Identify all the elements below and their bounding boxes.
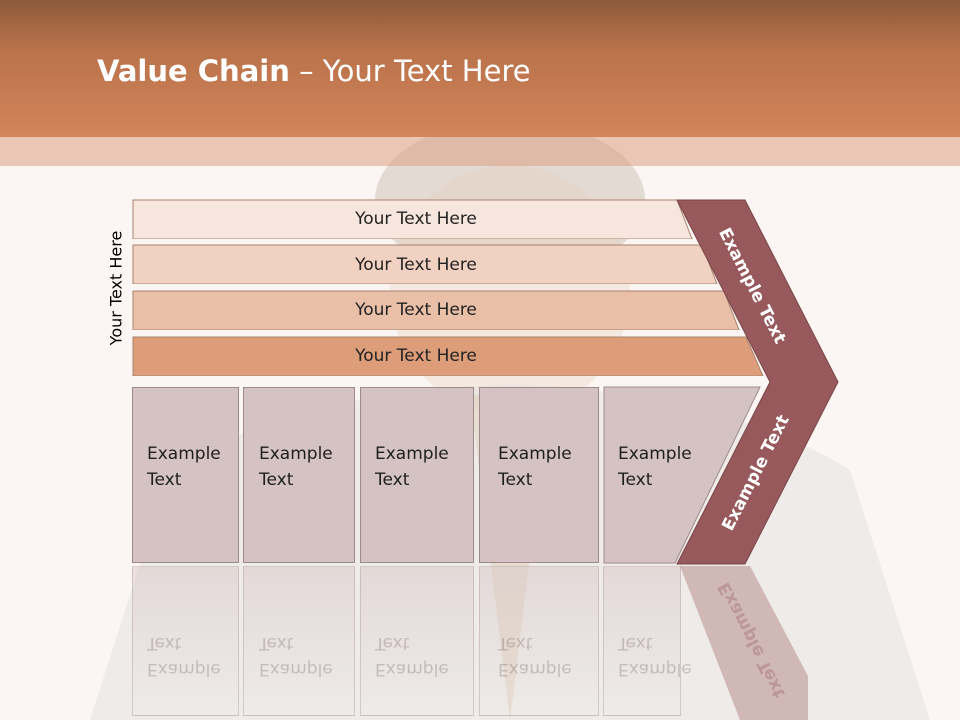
title-bar xyxy=(0,0,960,137)
box-4-line2: Text xyxy=(498,470,533,490)
box-3-reflection xyxy=(360,566,474,716)
box-4-reflection-text: Example Text xyxy=(498,630,572,682)
header-band xyxy=(0,137,960,166)
activity-box-3 xyxy=(360,387,474,563)
box-3-line2: Text xyxy=(375,470,410,490)
bar-1 xyxy=(132,199,693,239)
box-2-line1: Example xyxy=(259,444,333,464)
bar-4-label: Your Text Here xyxy=(355,346,477,366)
box-2-reflection-text: Example Text xyxy=(259,630,333,682)
bar-2-label: Your Text Here xyxy=(355,255,477,275)
box-5-reflection xyxy=(603,566,681,716)
activity-box-4 xyxy=(479,387,599,563)
box-2-reflection xyxy=(243,566,355,716)
title-bold: Value Chain xyxy=(97,54,290,88)
side-label: Your Text Here xyxy=(106,230,126,346)
box-2-reflection-line1: Example xyxy=(259,659,333,679)
slide-title: Value Chain – Your Text Here xyxy=(97,54,531,88)
chevron-reflection xyxy=(680,566,808,720)
bar-3 xyxy=(132,290,740,330)
box-4-reflection xyxy=(479,566,599,716)
box-4-line1: Example xyxy=(498,444,572,464)
bar-2 xyxy=(132,244,718,284)
box-4-reflection-line2: Text xyxy=(498,633,533,653)
box-1-reflection-line1: Example xyxy=(147,659,221,679)
box-1-reflection-line2: Text xyxy=(147,633,182,653)
title-rest: – Your Text Here xyxy=(289,54,531,88)
box-5-reflection-line1: Example xyxy=(618,659,692,679)
box-3-reflection-line1: Example xyxy=(375,659,449,679)
chevron-arrow xyxy=(676,199,839,565)
box-1-line2: Text xyxy=(147,470,182,490)
activity-box-1 xyxy=(132,387,239,563)
bar-4 xyxy=(132,336,764,376)
box-2-line2: Text xyxy=(259,470,294,490)
box-5-line1: Example xyxy=(618,444,692,464)
box-3-reflection-text: Example Text xyxy=(375,630,449,682)
box-3-reflection-line2: Text xyxy=(375,633,410,653)
activity-box-2 xyxy=(243,387,355,563)
bar-3-label: Your Text Here xyxy=(355,300,477,320)
box-4-reflection-line1: Example xyxy=(498,659,572,679)
activity-box-5 xyxy=(603,386,761,564)
box-2-reflection-line2: Text xyxy=(259,633,294,653)
box-5-line2: Text xyxy=(618,470,653,490)
box-3-line1: Example xyxy=(375,444,449,464)
box-5-reflection-text: Example Text xyxy=(618,630,692,682)
box-1-reflection-text: Example Text xyxy=(147,630,221,682)
box-1-line1: Example xyxy=(147,444,221,464)
box-5-reflection-line2: Text xyxy=(618,633,653,653)
bar-1-label: Your Text Here xyxy=(355,209,477,229)
box-1-reflection xyxy=(132,566,239,716)
